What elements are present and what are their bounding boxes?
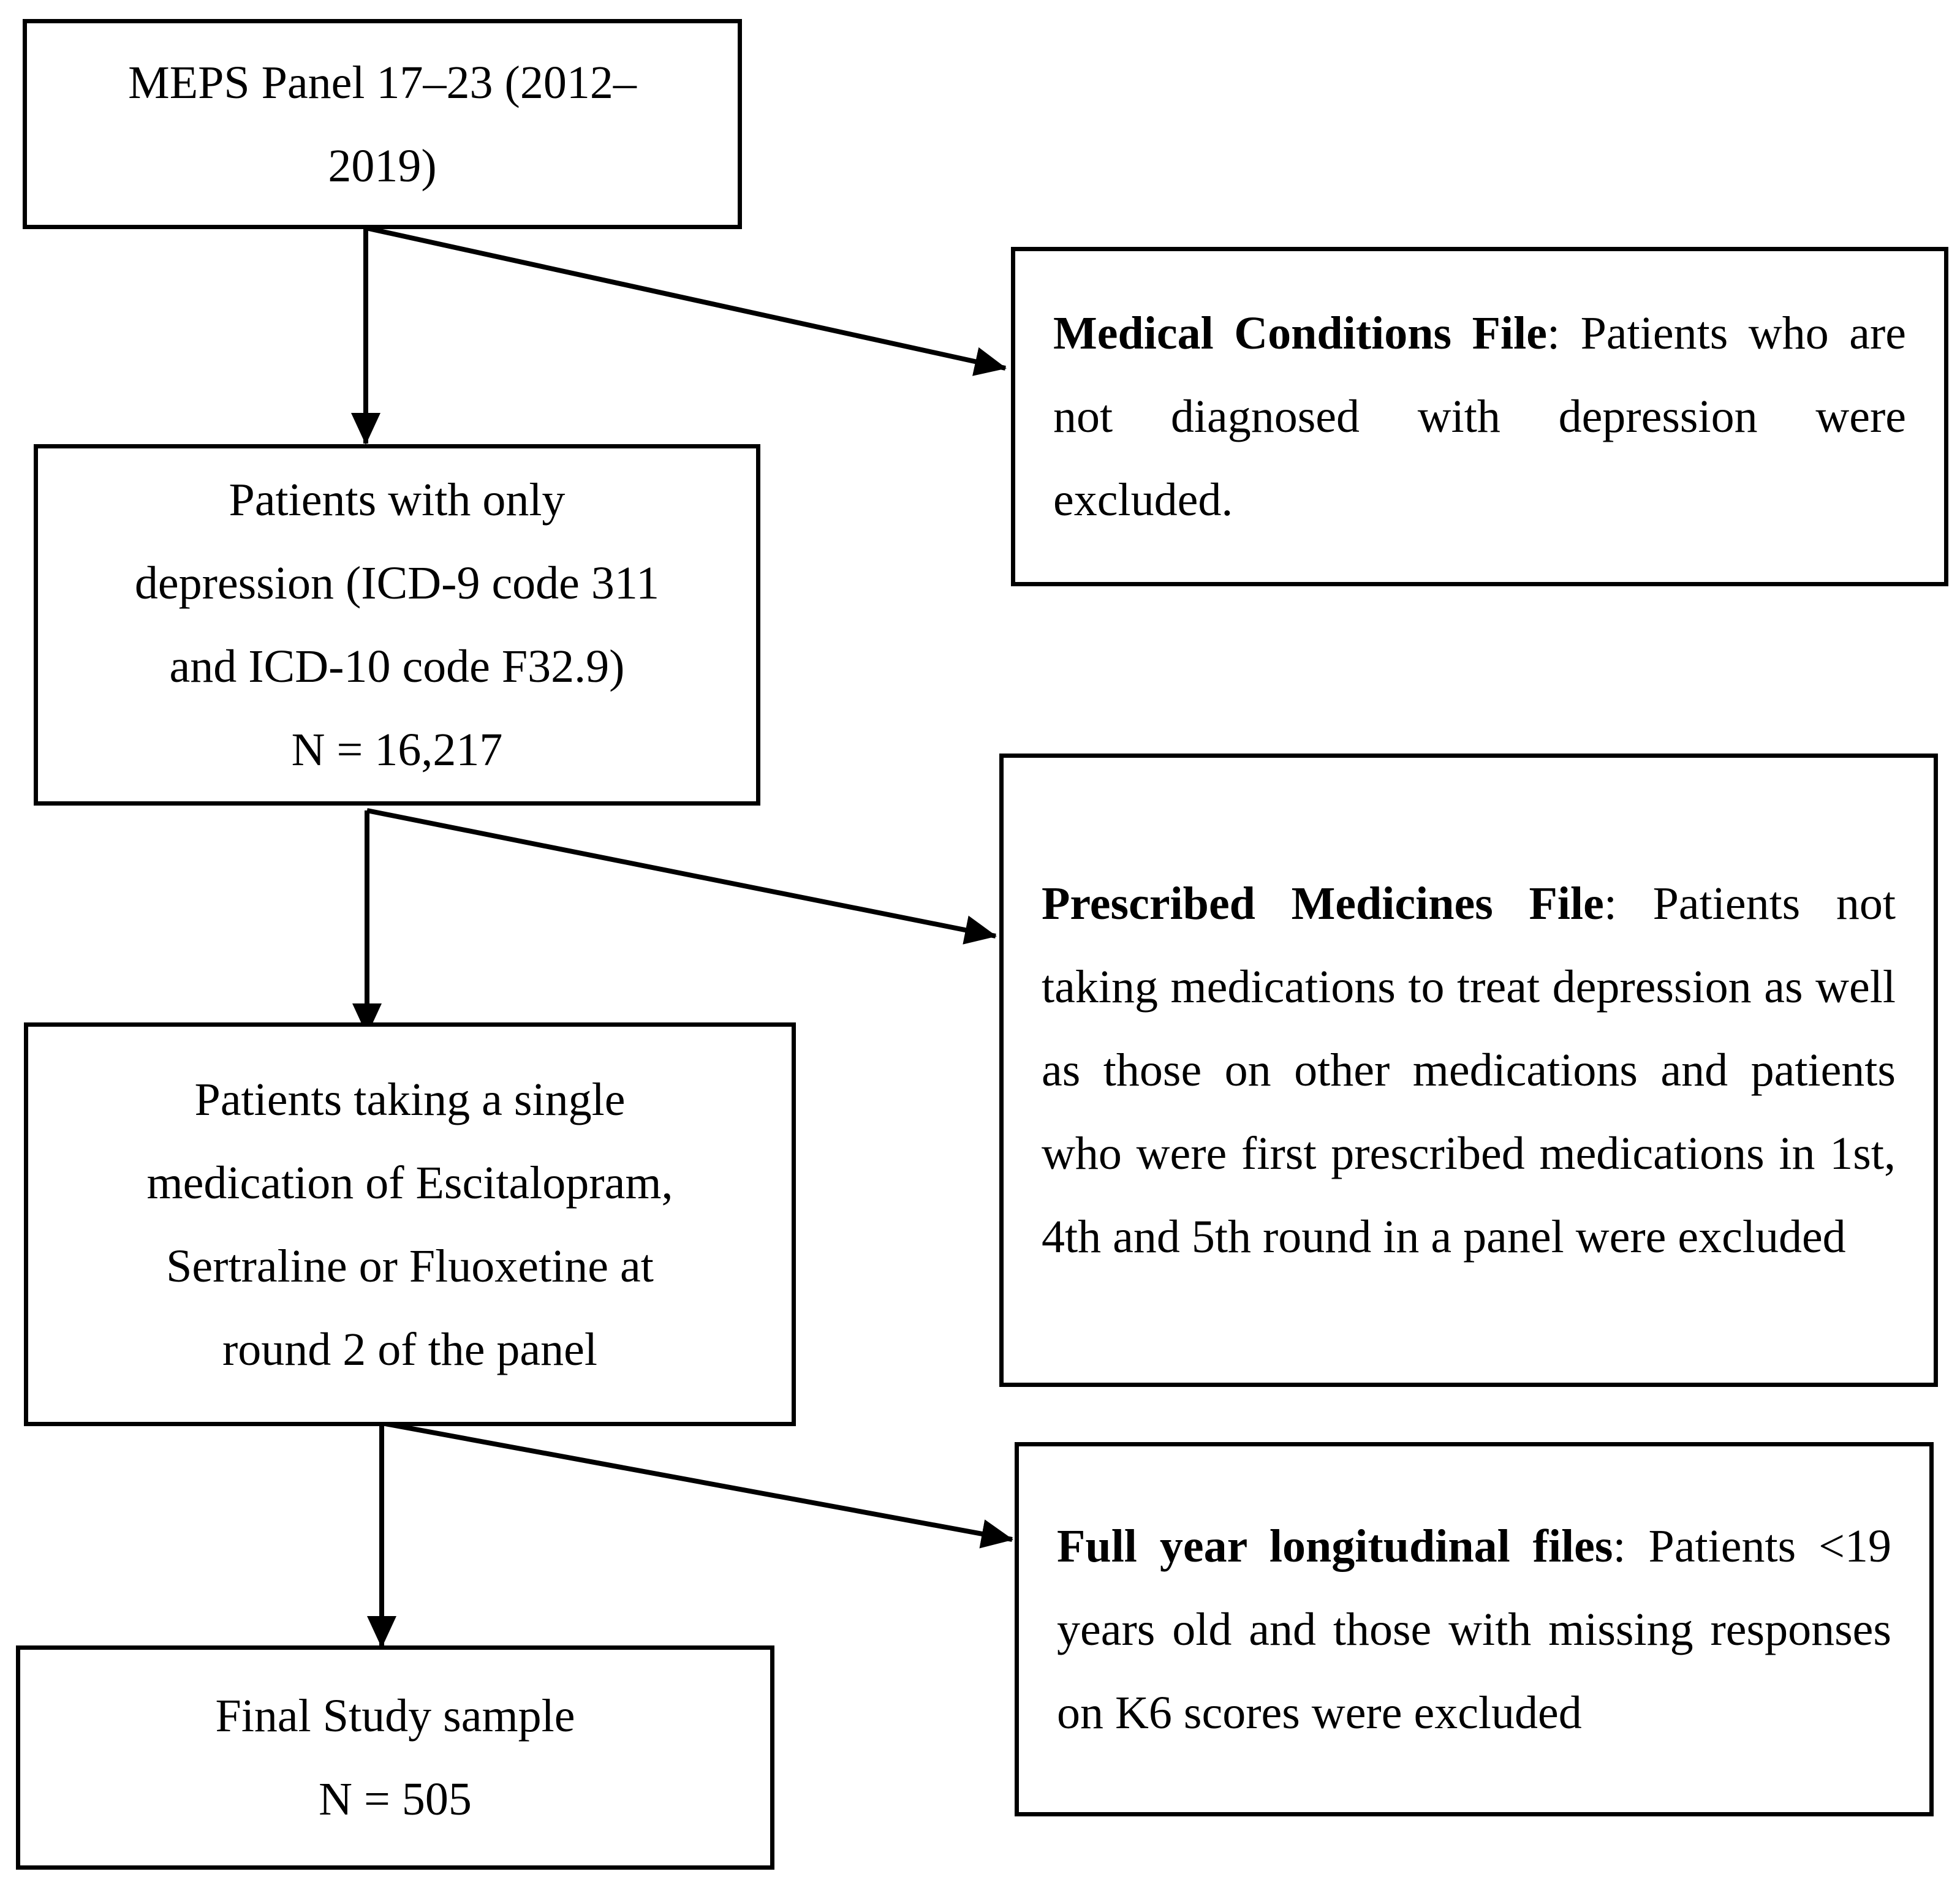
- step-depression-count: N = 16,217: [291, 724, 503, 776]
- step-depression-box: Patients with only depression (ICD-9 cod…: [34, 444, 760, 806]
- step-depression-line-2: depression (ICD-9 code 311: [134, 557, 660, 609]
- arrow-to-prescribed-medicines: [366, 808, 997, 945]
- step-final-box: Final Study sample N = 505: [16, 1645, 774, 1870]
- step-source-line-2: 2019): [328, 140, 437, 192]
- step-single-medication-line-2: medication of Escitalopram,: [146, 1157, 673, 1209]
- exclusion-prescribed-medicines-title: Prescribed Medicines File: [1042, 878, 1604, 929]
- arrow-to-longitudinal: [381, 1421, 1013, 1549]
- exclusion-medical-conditions-title: Medical Conditions File: [1053, 308, 1547, 359]
- step-source-box: MEPS Panel 17–23 (2012– 2019): [23, 19, 742, 229]
- step-final-count: N = 505: [319, 1774, 472, 1825]
- step-single-medication-box: Patients taking a single medication of E…: [24, 1022, 796, 1426]
- exclusion-prescribed-medicines-text: Prescribed Medicines File: Patients not …: [1042, 862, 1896, 1279]
- step-single-medication-line-3: Sertraline or Fluoxetine at: [166, 1240, 654, 1292]
- exclusion-longitudinal-description: : Patients <19 years old and those with …: [1057, 1520, 1891, 1739]
- exclusion-medical-conditions-box: Medical Conditions File: Patients who ar…: [1011, 247, 1948, 586]
- step-depression-line-1: Patients with only: [229, 474, 566, 526]
- exclusion-longitudinal-box: Full year longitudinal files: Patients <…: [1015, 1442, 1934, 1816]
- step-source-line-1: MEPS Panel 17–23 (2012–: [128, 56, 637, 108]
- exclusion-longitudinal-title: Full year longitudinal files: [1057, 1520, 1613, 1572]
- step-depression-line-3: and ICD-10 code F32.9): [169, 641, 625, 692]
- exclusion-prescribed-medicines-description: : Patients not taking medications to tre…: [1042, 878, 1896, 1263]
- exclusion-medical-conditions-description: : Patients who are not diagnosed with de…: [1053, 308, 1906, 526]
- exclusion-medical-conditions-text: Medical Conditions File: Patients who ar…: [1053, 292, 1906, 542]
- step-single-medication-line-1: Patients taking a single: [194, 1073, 626, 1125]
- arrow-to-medical-conditions: [365, 225, 1007, 376]
- step-single-medication-line-4: round 2 of the panel: [222, 1323, 598, 1375]
- exclusion-prescribed-medicines-box: Prescribed Medicines File: Patients not …: [999, 754, 1938, 1387]
- exclusion-longitudinal-text: Full year longitudinal files: Patients <…: [1057, 1505, 1891, 1755]
- step-final-title: Final Study sample: [215, 1690, 575, 1742]
